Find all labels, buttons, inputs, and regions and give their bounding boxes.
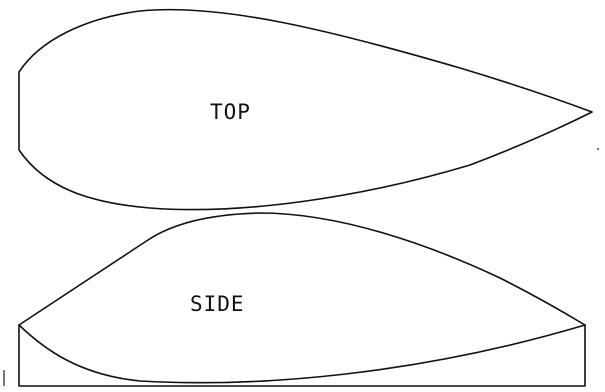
side-view-base-frame (18, 324, 586, 387)
scan-speck (597, 148, 599, 150)
scan-speck (3, 370, 5, 386)
top-view-outline (18, 8, 593, 211)
side-view-upper-outline (18, 212, 586, 326)
side-view-label: SIDE (190, 292, 245, 316)
top-view: TOP (18, 8, 593, 211)
top-view-label: TOP (210, 100, 251, 124)
side-view: SIDE (18, 212, 586, 387)
side-view-keel-curve (18, 324, 586, 384)
